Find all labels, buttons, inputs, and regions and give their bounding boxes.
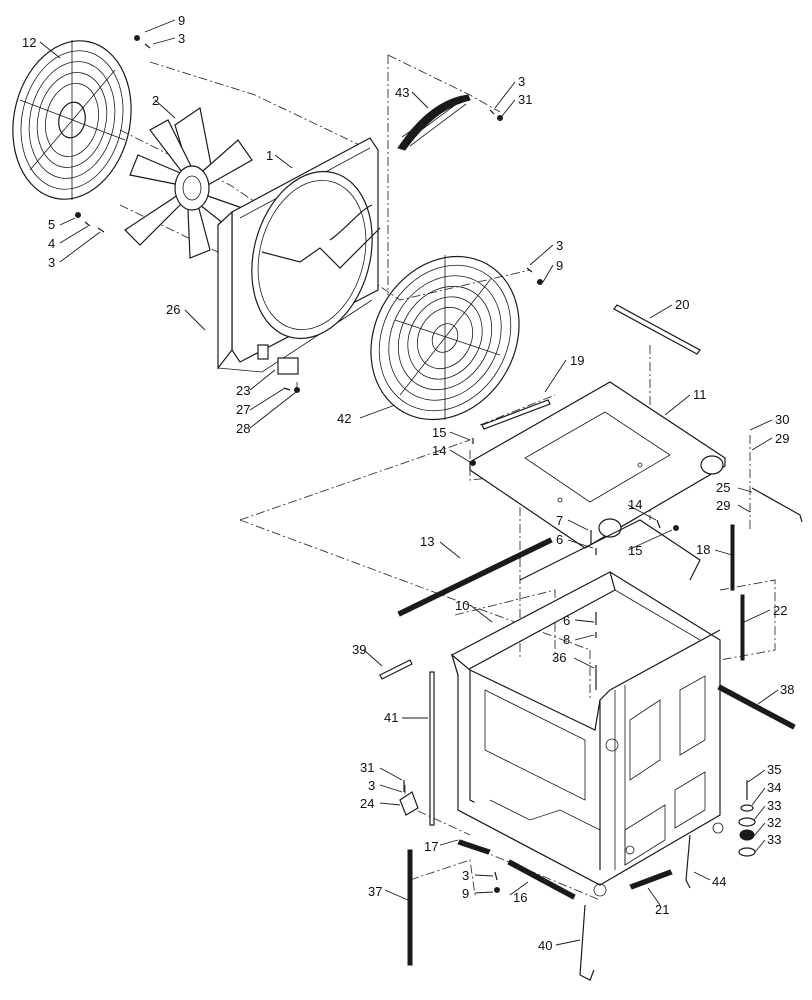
callout-36: 36 xyxy=(552,650,566,665)
callout-2: 2 xyxy=(152,93,159,108)
leader-lines xyxy=(39,19,779,946)
callout-29: 29 xyxy=(775,431,789,446)
fan-guard-rear xyxy=(12,40,132,200)
callout-9: 9 xyxy=(462,886,469,901)
callout-17: 17 xyxy=(424,839,438,854)
isolator-stack xyxy=(738,780,756,857)
main-frame xyxy=(450,519,724,897)
callout-6: 6 xyxy=(556,532,563,547)
callout-14: 14 xyxy=(628,497,642,512)
callout-5: 5 xyxy=(48,217,55,232)
callout-3: 3 xyxy=(462,868,469,883)
callout-8: 8 xyxy=(563,632,570,647)
callout-3: 3 xyxy=(556,238,563,253)
callout-11: 11 xyxy=(693,387,707,402)
fan-guard-front xyxy=(370,255,520,421)
callout-3: 3 xyxy=(518,74,525,89)
callout-14: 14 xyxy=(432,443,446,458)
callout-12: 12 xyxy=(22,35,36,50)
callout-26: 26 xyxy=(166,302,180,317)
seal-strip-37 xyxy=(407,849,413,966)
callout-4: 4 xyxy=(48,236,55,251)
callout-31: 31 xyxy=(360,760,374,775)
callout-42: 42 xyxy=(337,411,351,426)
seal-strip-top xyxy=(613,304,701,355)
callout-39: 39 xyxy=(352,642,366,657)
callout-30: 30 xyxy=(775,412,789,427)
callout-33: 33 xyxy=(767,832,781,847)
callout-38: 38 xyxy=(780,682,794,697)
callout-32: 32 xyxy=(767,815,781,830)
callout-15: 15 xyxy=(432,425,446,440)
callout-40: 40 xyxy=(538,938,552,953)
callout-31: 31 xyxy=(518,92,532,107)
callout-9: 9 xyxy=(556,258,563,273)
callout-7: 7 xyxy=(556,513,563,528)
callout-22: 22 xyxy=(773,603,787,618)
callout-labels: 9 3 12 2 1 5 4 3 43 3 31 3 9 26 20 23 27… xyxy=(22,13,794,953)
callout-44: 44 xyxy=(712,874,726,889)
callout-41: 41 xyxy=(384,710,398,725)
seal-strip-18 xyxy=(730,524,735,591)
callout-20: 20 xyxy=(675,297,689,312)
callout-43: 43 xyxy=(395,85,409,100)
callout-18: 18 xyxy=(696,542,710,557)
seal-strip-17 xyxy=(457,839,491,855)
callout-13: 13 xyxy=(420,534,434,549)
callout-25: 25 xyxy=(716,480,730,495)
callout-34: 34 xyxy=(767,780,781,795)
callout-9: 9 xyxy=(178,13,185,28)
seal-strip-16 xyxy=(507,859,576,900)
callout-3: 3 xyxy=(368,778,375,793)
callout-3: 3 xyxy=(178,31,185,46)
callout-21: 21 xyxy=(655,902,669,917)
callout-28: 28 xyxy=(236,421,250,436)
seal-strip-39 xyxy=(379,659,413,680)
radiator-shroud xyxy=(217,137,381,375)
callout-1: 1 xyxy=(266,148,273,163)
callout-37: 37 xyxy=(368,884,382,899)
callout-27: 27 xyxy=(236,402,250,417)
callout-10: 10 xyxy=(455,598,469,613)
callout-3: 3 xyxy=(48,255,55,270)
hook-40 xyxy=(579,904,595,981)
callout-16: 16 xyxy=(513,890,527,905)
callout-24: 24 xyxy=(360,796,374,811)
callout-15: 15 xyxy=(628,543,642,558)
top-mounting-plate xyxy=(468,381,727,549)
seal-strip-19 xyxy=(481,399,551,430)
seal-strip-13 xyxy=(397,537,553,617)
fan-blade-assembly xyxy=(124,106,253,259)
seal-strip-21 xyxy=(629,869,673,890)
seal-strip-38 xyxy=(717,684,796,730)
seal-strip-41 xyxy=(429,671,435,826)
callout-33: 33 xyxy=(767,798,781,813)
rod-25 xyxy=(751,487,803,523)
callout-19: 19 xyxy=(570,353,584,368)
hardware xyxy=(75,35,679,893)
callout-29: 29 xyxy=(716,498,730,513)
bracket-24 xyxy=(399,791,419,816)
hose-44 xyxy=(685,834,691,889)
seal-strip-22 xyxy=(740,594,745,661)
callout-35: 35 xyxy=(767,762,781,777)
grille-segment xyxy=(397,94,471,151)
callout-6: 6 xyxy=(563,613,570,628)
callout-23: 23 xyxy=(236,383,250,398)
